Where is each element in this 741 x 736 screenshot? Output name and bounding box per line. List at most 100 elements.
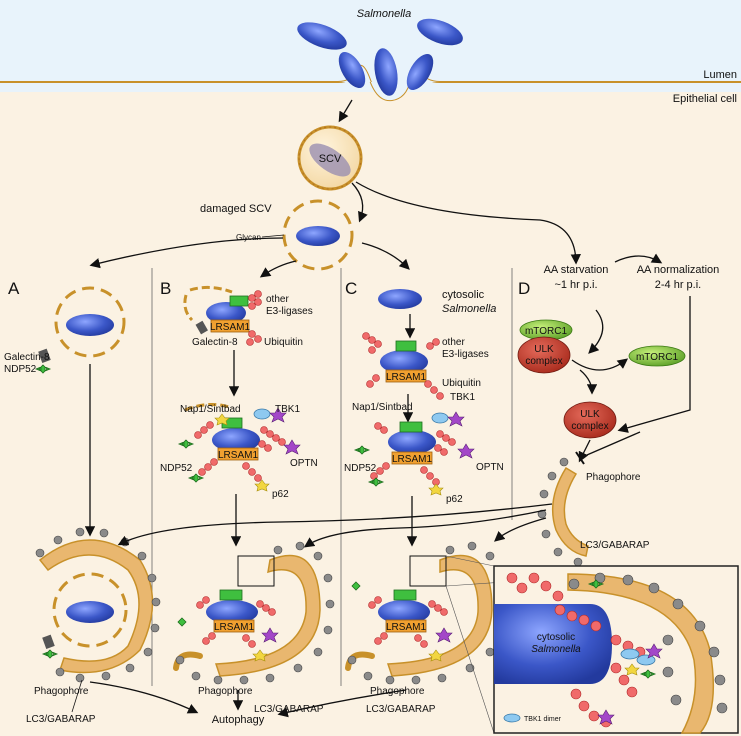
lc3-label: LC3/GABARAP — [26, 714, 96, 725]
optn-protein — [269, 407, 287, 423]
damaged-scv-label: damaged SCV — [200, 203, 272, 215]
p62-label: p62 — [272, 489, 289, 500]
salmonella-label: Salmonella — [357, 8, 411, 20]
complex-label: complex — [571, 421, 608, 432]
galectin8-protein — [38, 348, 51, 364]
lumen-label: Lumen — [703, 69, 737, 81]
aa-normalization-time-label: 2-4 hr p.i. — [655, 279, 701, 291]
zoom-box — [409, 555, 447, 587]
lrsam1-label: LRSAM1 — [386, 372, 426, 383]
salmonella-bacterium — [338, 51, 366, 89]
ubiquitin-chain — [246, 290, 262, 346]
tbk1-label: TBK1 — [275, 404, 300, 415]
other-label: other — [442, 337, 465, 348]
complex-label: complex — [525, 356, 562, 367]
e3-ligase — [229, 295, 249, 307]
e3-ligases-label: E3-ligases — [442, 349, 489, 360]
lrsam1-label: LRSAM1 — [386, 622, 426, 633]
salmonella-bacterium — [378, 289, 422, 309]
phagophore-to-c-arrow — [494, 517, 547, 542]
ulk-label: ULK — [580, 409, 600, 420]
epithelial-cell-label: Epithelial cell — [673, 93, 737, 105]
aa-normalization-label: AA normalization — [637, 264, 720, 276]
ndp52-protein — [187, 473, 205, 483]
lc3-label: LC3/GABARAP — [366, 704, 436, 715]
galectin8-label: Galectin-8 — [192, 337, 238, 348]
salmonella-bacterium — [206, 302, 246, 324]
scv-to-starvation-arrow — [355, 181, 581, 265]
scv-label: SCV — [319, 153, 342, 165]
tbk1-protein — [253, 408, 271, 420]
lrsam1-label: LRSAM1 — [214, 622, 254, 633]
phagophore-membrane — [551, 466, 589, 557]
nap1-sintbad-label: Nap1/Sintbad — [180, 404, 241, 415]
damaged-scv — [54, 286, 126, 358]
lrsam1-protein — [210, 319, 250, 333]
phagophore-to-a-arrow — [117, 503, 553, 546]
other-label: other — [266, 294, 289, 305]
zoom-box — [237, 555, 275, 587]
ubiquitin-label: Ubiquitin — [264, 337, 303, 348]
salmonella-bacterium — [297, 22, 347, 50]
ubiquitin-chain — [362, 332, 444, 400]
salmonella-bacterium — [417, 18, 463, 46]
galectin8-label: Galectin-8 — [4, 352, 50, 363]
cytosolic-label: cytosolic — [442, 289, 485, 301]
p62-label: p62 — [446, 494, 463, 505]
lumen-background — [0, 0, 741, 92]
lrsam1-label: LRSAM1 — [210, 322, 250, 333]
lc3-label: LC3/GABARAP — [254, 704, 324, 715]
glycan-label: Glycan — [236, 233, 261, 242]
panel-c-label: C — [345, 279, 357, 298]
salmonella-bacterium — [66, 601, 114, 623]
ubiquitin-label: Ubiquitin — [442, 378, 481, 389]
salmonella-in-scv — [309, 143, 351, 177]
ulk-label: ULK — [534, 344, 554, 355]
e3-ligases-label: E3-ligases — [266, 306, 313, 317]
ubiquitin-chain — [194, 421, 286, 482]
p62-protein — [254, 479, 270, 492]
cytosolic-salmonella-label: Salmonella — [531, 644, 581, 655]
ulk-complex-inactive — [517, 336, 571, 374]
aa-starvation-time-label: ~1 hr p.i. — [554, 279, 597, 291]
phagophore-label: Phagophore — [586, 472, 641, 483]
aa-starvation-label: AA starvation — [544, 264, 609, 276]
salmonella-bacterium — [406, 53, 434, 91]
salmonella-bacterium — [374, 48, 398, 96]
ndp52-protein — [34, 364, 52, 374]
panel-b-label: B — [160, 279, 171, 298]
mtorc1-free — [628, 345, 686, 367]
cytosolic-salmonella-label: Salmonella — [442, 303, 496, 315]
panel-d-label: D — [518, 279, 530, 298]
tbk1-label: TBK1 — [450, 392, 475, 403]
phagophore-label: Phagophore — [198, 686, 253, 697]
tbk1-dimer-icon — [503, 713, 521, 723]
ndp52-label: NDP52 — [344, 463, 377, 474]
mtorc1-label: mTORC1 — [636, 352, 678, 363]
ubiquitin-chain — [506, 572, 646, 728]
lc3-label: LC3/GABARAP — [580, 540, 650, 551]
ndp52-label: NDP52 — [160, 463, 193, 474]
phagophore-membrane — [214, 554, 321, 677]
mtorc1-label: mTORC1 — [525, 326, 567, 337]
phagophore-label: Phagophore — [34, 686, 89, 697]
optn-label: OPTN — [476, 462, 504, 473]
lrsam1-label: LRSAM1 — [392, 454, 432, 465]
phagophore-to-b-arrow — [303, 509, 547, 548]
salmonella-bacterium — [66, 314, 114, 336]
entry-arrow — [338, 99, 353, 123]
tbk1-dimer-label: TBK1 dimer — [524, 716, 562, 723]
autophagy-label: Autophagy — [212, 714, 265, 726]
panel-a-label: A — [8, 279, 20, 298]
ndp52-label: NDP52 — [4, 364, 37, 375]
lc3-proteins — [35, 527, 161, 683]
phagophore-membrane — [386, 554, 493, 677]
lrsam1-label: LRSAM1 — [218, 450, 258, 461]
optn-label: OPTN — [290, 458, 318, 469]
salmonella-bacterium — [296, 226, 340, 246]
nap1-sintbad-label: Nap1/Sintbad — [352, 402, 413, 413]
ulk-complex-active — [563, 401, 617, 439]
cytosolic-label: cytosolic — [537, 632, 575, 643]
